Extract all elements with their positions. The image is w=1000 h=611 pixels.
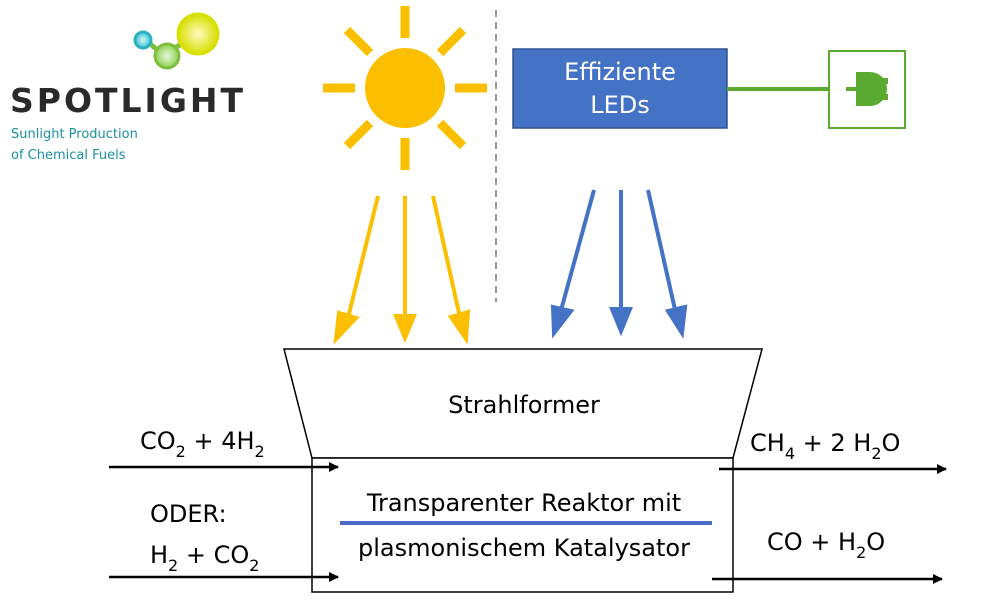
- led-arrow-left: [550, 189, 596, 339]
- reactor-line2: plasmonischem Katalysator: [358, 534, 690, 562]
- sun-icon: [323, 6, 487, 170]
- molecule-logo-icon: [133, 12, 220, 70]
- sunlight-arrows: [333, 195, 471, 345]
- led-light-arrows: [550, 189, 688, 339]
- oder-label: ODER:: [150, 500, 227, 528]
- output-formula-bottom: CO + H2O: [767, 528, 885, 562]
- plug-icon: [846, 72, 888, 106]
- output-formula-top: CH4 + 2 H2O: [750, 429, 900, 463]
- input-formula-bottom: H2 + CO2: [150, 541, 259, 575]
- logo-name: SPOTLIGHT: [10, 81, 246, 120]
- reactor-line1: Transparenter Reaktor mit: [366, 489, 681, 517]
- input-formula-top: CO2 + 4H2: [140, 427, 265, 461]
- spotlight-logo: SPOTLIGHT Sunlight Production of Chemica…: [10, 12, 246, 163]
- logo-tagline-line1: Sunlight Production: [11, 127, 138, 142]
- sunlight-arrow-center: [393, 196, 417, 344]
- sunlight-arrow-left: [333, 195, 380, 345]
- logo-tagline-line2: of Chemical Fuels: [11, 148, 126, 163]
- power-plug-box: [828, 50, 906, 129]
- led-box-line1: Effiziente: [564, 58, 676, 86]
- reactor-box: Transparenter Reaktor mit plasmonischem …: [311, 457, 734, 593]
- sunlight-arrow-right: [431, 195, 471, 345]
- led-box: Effiziente LEDs: [512, 48, 728, 129]
- led-arrow-center: [609, 190, 633, 337]
- led-box-line2: LEDs: [590, 91, 650, 119]
- beam-former-label: Strahlformer: [448, 391, 600, 419]
- beam-former: Strahlformer: [283, 348, 763, 459]
- led-arrow-right: [646, 189, 688, 339]
